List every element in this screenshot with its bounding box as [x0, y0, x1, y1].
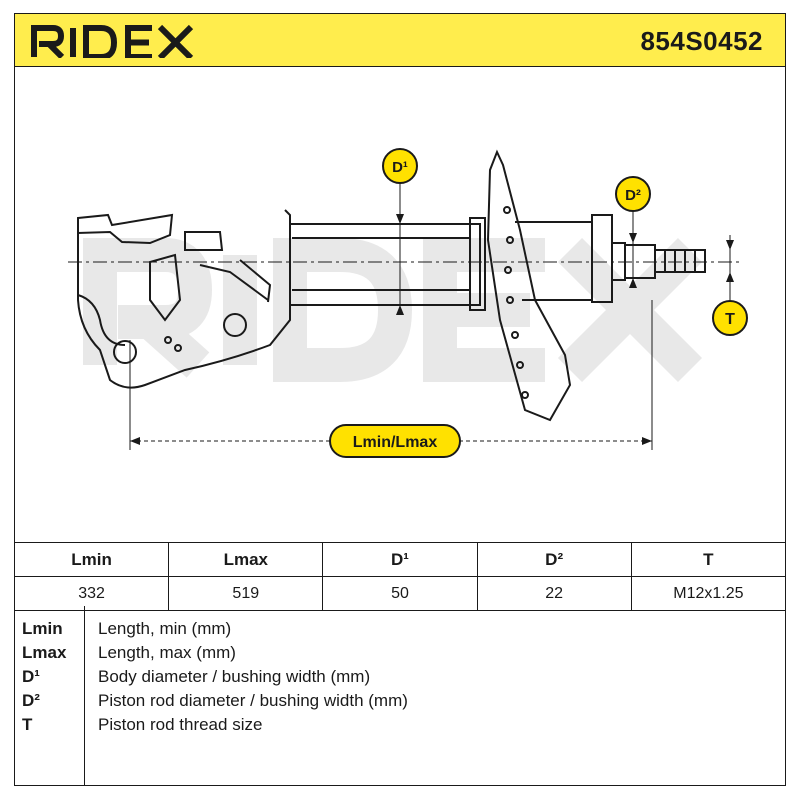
legend-desc: Length, min (mm) [98, 619, 232, 638]
spec-header-row: Lmin Lmax D¹ D² T [13, 542, 787, 577]
header-bar: 854S0452 [14, 13, 786, 67]
legend-key: Lmax [22, 643, 67, 662]
spring-seat [486, 149, 572, 422]
mounting-bracket [77, 209, 291, 389]
value-lmax: 519 [168, 576, 324, 611]
col-lmin: Lmin [13, 542, 170, 577]
col-t: T [630, 542, 787, 577]
dimension-d1: D¹ [382, 148, 418, 315]
legend-key: T [22, 715, 33, 734]
legend-row: Lmax Length, max (mm) [14, 643, 786, 667]
legend-key: D¹ [22, 667, 40, 686]
shock-absorber-drawing: D¹ D² T Lmin/Lmax [68, 148, 748, 458]
legend-desc: Length, max (mm) [98, 643, 236, 662]
value-d1: 50 [322, 576, 478, 611]
dimension-length: Lmin/Lmax [129, 300, 653, 458]
spec-table: Lmin Lmax D¹ D² T 332 519 50 22 M12x1.25 [13, 542, 787, 611]
legend-row: Lmin Length, min (mm) [14, 619, 786, 643]
value-lmin: 332 [13, 576, 170, 611]
legend-row: D¹ Body diameter / bushing width (mm) [14, 667, 786, 691]
legend-desc: Body diameter / bushing width (mm) [98, 667, 371, 686]
dimension-t: T [712, 235, 748, 336]
col-d2: D² [476, 542, 632, 577]
legend-desc: Piston rod diameter / bushing width (mm) [98, 691, 408, 710]
legend: Lmin Length, min (mm) Lmax Length, max (… [14, 606, 786, 786]
value-d2: 22 [476, 576, 632, 611]
legend-key: D² [22, 691, 40, 710]
d1-label: D¹ [392, 159, 408, 176]
strut-body [290, 217, 486, 311]
value-t: M12x1.25 [630, 576, 787, 611]
ridex-logo [31, 24, 194, 58]
legend-desc: Piston rod thread size [98, 715, 263, 734]
piston-rod-assembly [515, 214, 706, 303]
spec-value-row: 332 519 50 22 M12x1.25 [13, 576, 787, 611]
ridex-watermark [83, 237, 703, 383]
part-number: 854S0452 [640, 26, 763, 56]
length-label: Lmin/Lmax [353, 434, 438, 451]
legend-key: Lmin [22, 619, 63, 638]
legend-row: T Piston rod thread size [14, 715, 786, 739]
dimension-d2: D² [615, 176, 651, 288]
legend-divider [84, 606, 85, 786]
legend-row: D² Piston rod diameter / bushing width (… [14, 691, 786, 715]
col-lmax: Lmax [168, 542, 324, 577]
col-d1: D¹ [322, 542, 478, 577]
t-label: T [725, 311, 735, 328]
d2-label: D² [625, 187, 641, 204]
